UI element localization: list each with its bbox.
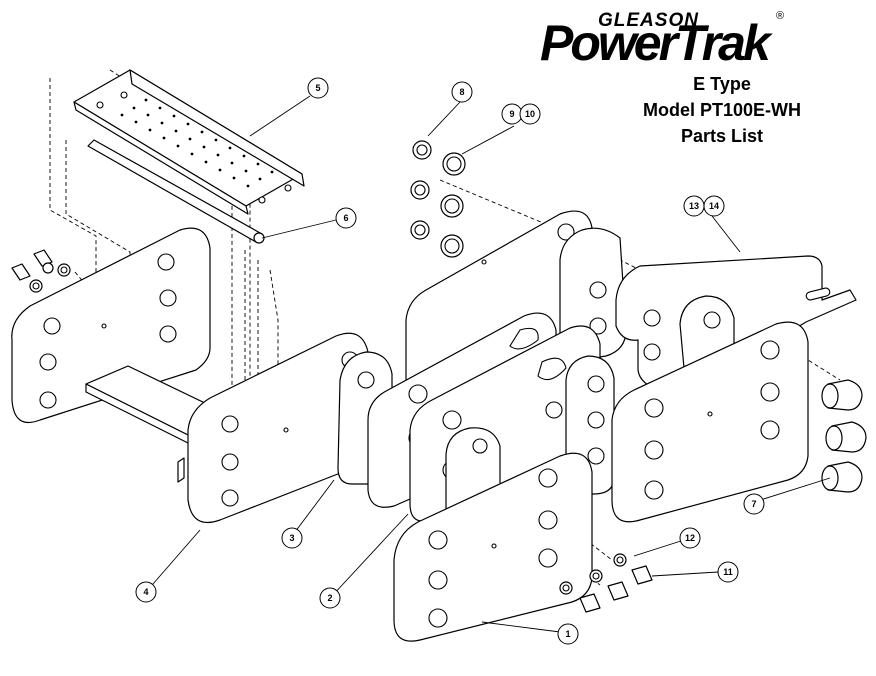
part-5-tray (73, 69, 305, 215)
logo-brand-small: GLEASON (598, 10, 699, 31)
parts-11-12-bolts (559, 553, 653, 613)
svg-text:14: 14 (709, 201, 719, 211)
part-1-front-plate (393, 452, 593, 642)
svg-text:5: 5 (315, 83, 320, 93)
parts-2-3-link-plates (337, 210, 627, 537)
svg-text:12: 12 (685, 533, 695, 543)
svg-text:9: 9 (509, 109, 514, 119)
callout-14: 14 (703, 195, 725, 217)
part-6-rod (87, 139, 265, 244)
svg-text:13: 13 (689, 201, 699, 211)
svg-text:1: 1 (565, 629, 570, 639)
callout-10: 10 (519, 103, 541, 125)
callout-5: 5 (307, 77, 329, 99)
part-7-rollers (821, 379, 867, 493)
parts-8-9-10-rings (410, 140, 466, 258)
logo-registered: ® (776, 10, 785, 22)
heading-parts-list: Parts List (680, 126, 764, 146)
right-end-plate (611, 321, 809, 523)
svg-text:4: 4 (143, 587, 148, 597)
callout-7: 7 (743, 493, 765, 515)
svg-text:8: 8 (459, 87, 464, 97)
callout-3: 3 (281, 527, 303, 549)
leader-lines (145, 95, 831, 633)
callout-13: 13 (683, 195, 705, 217)
heading-model: Model PT100E-WH (642, 100, 802, 120)
svg-text:7: 7 (751, 499, 756, 509)
svg-text:6: 6 (343, 213, 348, 223)
callout-2: 2 (319, 587, 341, 609)
tray-holes (96, 91, 292, 204)
heading-type: E Type (693, 74, 751, 94)
callout-8: 8 (451, 81, 473, 103)
callout-4: 4 (135, 581, 157, 603)
callout-11: 11 (717, 561, 739, 583)
left-screws (11, 249, 71, 293)
logo-brand-big: PowerTrak (540, 15, 771, 71)
svg-text:10: 10 (525, 109, 535, 119)
callout-1: 1 (557, 623, 579, 645)
callout-9: 9 (501, 103, 523, 125)
part-4-frame (11, 227, 369, 524)
callout-bubbles: 5 6 8 9 10 13 14 7 12 11 3 2 4 1 (135, 77, 765, 645)
callout-12: 12 (679, 527, 701, 549)
svg-text:11: 11 (723, 567, 733, 577)
svg-text:2: 2 (327, 593, 332, 603)
svg-text:3: 3 (289, 533, 294, 543)
callout-6: 6 (335, 207, 357, 229)
